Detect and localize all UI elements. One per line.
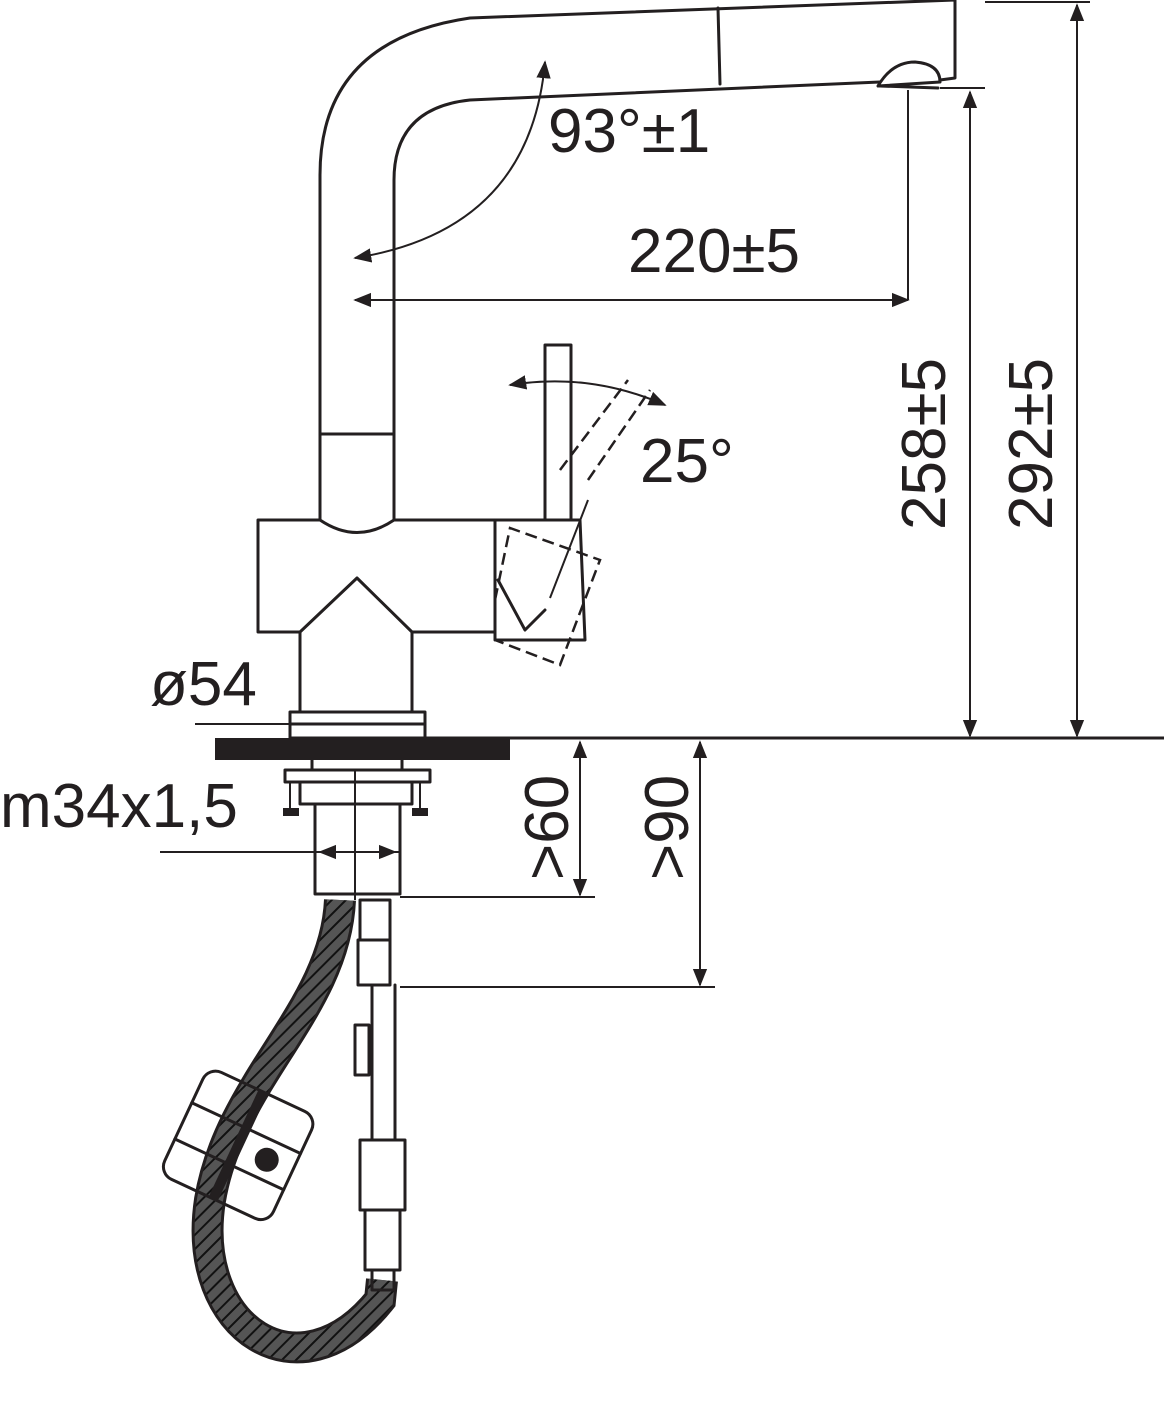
spout-height-label: 258±5 bbox=[890, 358, 959, 530]
lever bbox=[493, 343, 667, 667]
counter-top bbox=[215, 736, 1164, 760]
thread-label: m34x1,5 bbox=[0, 772, 238, 841]
min-clearance-90-label: >90 bbox=[633, 775, 702, 880]
hoses bbox=[161, 898, 407, 1364]
total-height-label: 292±5 bbox=[997, 358, 1066, 530]
lever-angle-label: 25° bbox=[640, 427, 734, 496]
shank bbox=[283, 736, 432, 900]
dimension-lines bbox=[160, 1, 1090, 988]
min-clearance-60-label: >60 bbox=[513, 775, 582, 880]
faucet-body bbox=[256, 518, 497, 740]
reach-label: 220±5 bbox=[628, 217, 800, 286]
base-diameter-label: ø54 bbox=[150, 650, 257, 719]
spout-angle-label: 93°±1 bbox=[548, 97, 710, 166]
